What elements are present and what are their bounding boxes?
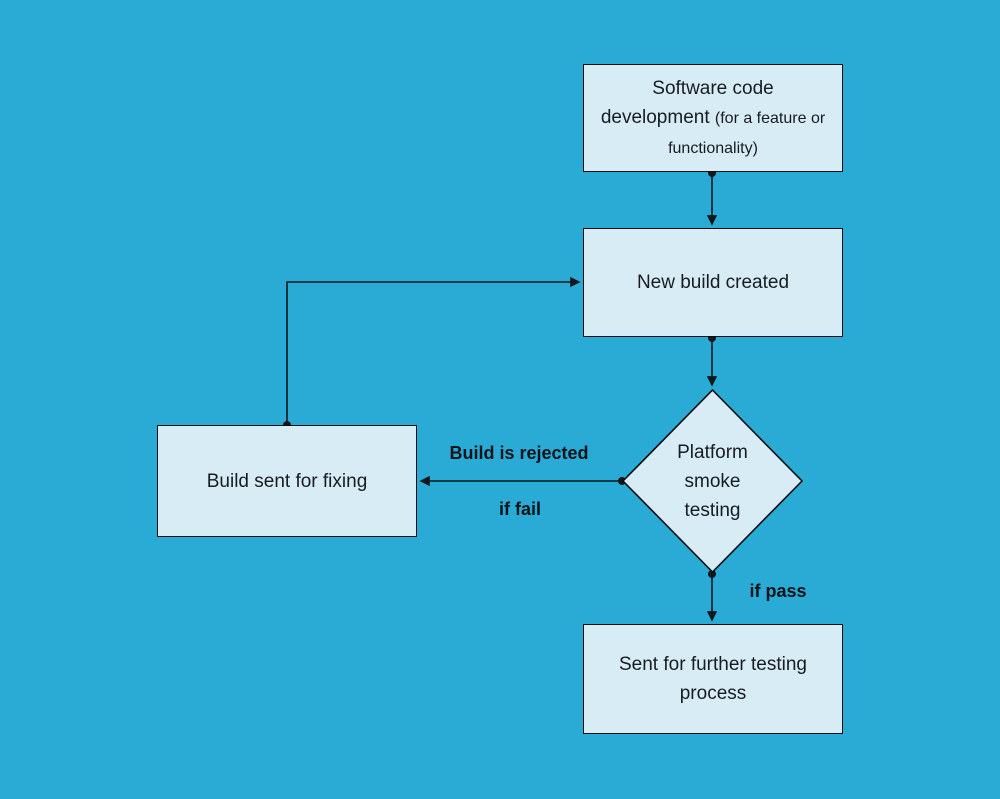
edge-fixing-to-newbuild [286,276,581,424]
node-new-build-created: New build created [583,228,843,337]
node-label: Sent for further testing process [619,654,807,704]
edge-label-build-is-rejected: Build is rejected [449,443,589,463]
node-software-code-development: Software code development (for a feature… [583,64,843,172]
node-label-note: (for a feature or functionality) [668,109,826,157]
node-platform-smoke-testing: Platform smoke testing [622,389,803,573]
node-label: Software code development [600,77,774,128]
node-label: New build created [636,272,790,293]
node-sent-for-further-testing: Sent for further testing process [583,624,843,734]
node-text: Software code development (for a feature… [599,74,827,163]
node-label: Build sent for fixing [206,470,368,492]
node-label: Platform smoke testing [677,441,748,521]
node-text: Platform smoke testing [622,389,803,573]
edge-label-if-fail: if fail [498,499,542,519]
edge-label-if-pass: if pass [749,581,807,601]
node-build-sent-for-fixing: Build sent for fixing [157,425,417,537]
decision-diamond-shape [622,389,803,573]
